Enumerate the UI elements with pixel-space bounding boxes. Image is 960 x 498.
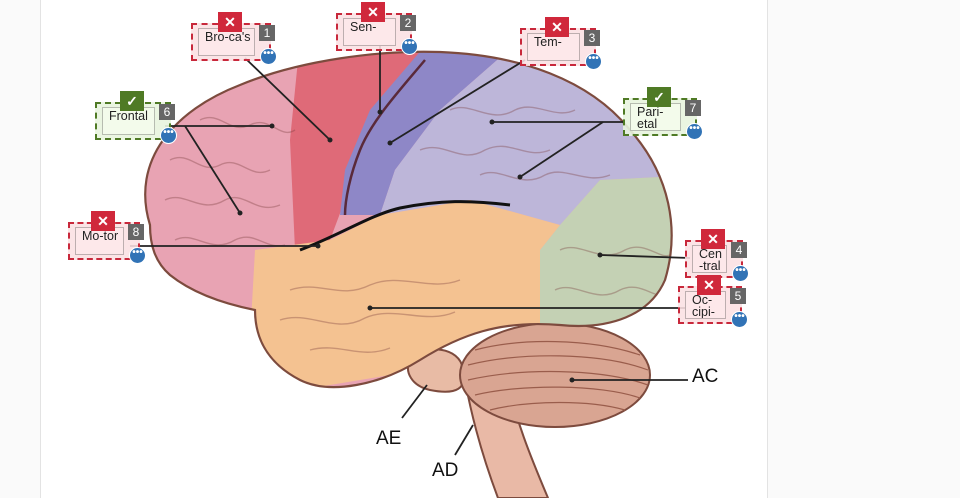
zone-number: 1 [259,25,275,41]
placed-label-7[interactable]: Pari-etal [630,103,681,131]
zone-number: 3 [584,30,600,46]
close-icon: ✕ [701,229,725,249]
more-options-icon[interactable]: ••• [731,311,748,328]
brain-outline [144,50,673,389]
leader-lines [130,45,691,456]
zone-number: 4 [731,242,747,258]
zone-number: 8 [128,224,144,240]
drop-zone-2[interactable]: Sen- ✕ 2 ••• [336,2,418,55]
left-margin [0,0,40,498]
placed-label-text: Frontal [109,109,148,123]
label-ad: AD [432,460,459,481]
close-icon: ✕ [545,17,569,37]
placed-label-text: Mo-tor [82,229,119,243]
label-ac: AC [692,366,719,387]
drop-zone-3[interactable]: Tem- ✕ 3 ••• [520,17,602,70]
placed-label-text: Tem- [534,35,562,49]
right-margin [767,0,960,498]
close-icon: ✕ [91,211,115,231]
close-icon: ✕ [697,275,721,295]
zone-number: 2 [400,15,416,31]
gyri-texture [164,106,671,353]
drop-zone-6[interactable]: Frontal ✓ 6 ••• [95,91,177,144]
zone-number: 6 [159,104,175,120]
placed-label-6[interactable]: Frontal [102,107,155,135]
more-options-icon[interactable]: ••• [160,127,177,144]
drop-zone-1[interactable]: Bro-ca's ✕ 1 ••• [191,12,277,65]
check-icon: ✓ [120,91,144,111]
lateral-sulcus [299,200,511,252]
close-icon: ✕ [218,12,242,32]
placed-label-5[interactable]: Oc-cipi- [685,291,726,319]
leader-dots [237,109,603,383]
label-ae: AE [376,428,402,449]
placed-label-text: Pari-etal [637,105,664,131]
placed-label-text: Bro-ca's [205,30,251,44]
more-options-icon[interactable]: ••• [401,38,418,55]
more-options-icon[interactable]: ••• [686,123,703,140]
placed-label-text: Oc-cipi- [692,293,715,319]
more-options-icon[interactable]: ••• [129,247,146,264]
check-icon: ✓ [647,87,671,107]
more-options-icon[interactable]: ••• [260,48,277,65]
drop-zone-4[interactable]: Cen-tral ✕ 4 ••• [685,229,749,282]
central-sulcus [343,59,426,216]
drop-zone-8[interactable]: Mo-tor ✕ 8 ••• [68,211,146,264]
drop-zone-5[interactable]: Oc-cipi- ✕ 5 ••• [678,275,748,328]
zone-number: 7 [685,100,701,116]
more-options-icon[interactable]: ••• [585,53,602,70]
temporal-lobe [250,200,560,388]
placed-label-4[interactable]: Cen-tral [692,245,727,273]
more-options-icon[interactable]: ••• [732,265,749,282]
cerebellum [459,322,651,428]
sensory-cortex [340,51,520,215]
placed-label-3[interactable]: Tem- [527,33,580,61]
placed-label-1[interactable]: Bro-ca's [198,28,255,56]
placed-label-2[interactable]: Sen- [343,18,396,46]
placed-label-text: Sen- [350,20,377,34]
drop-zone-7[interactable]: Pari-etal ✓ 7 ••• [623,87,703,140]
placed-label-8[interactable]: Mo-tor [75,227,124,255]
placed-label-text: Cen-tral [699,247,722,273]
close-icon: ✕ [361,2,385,22]
zone-number: 5 [730,288,746,304]
